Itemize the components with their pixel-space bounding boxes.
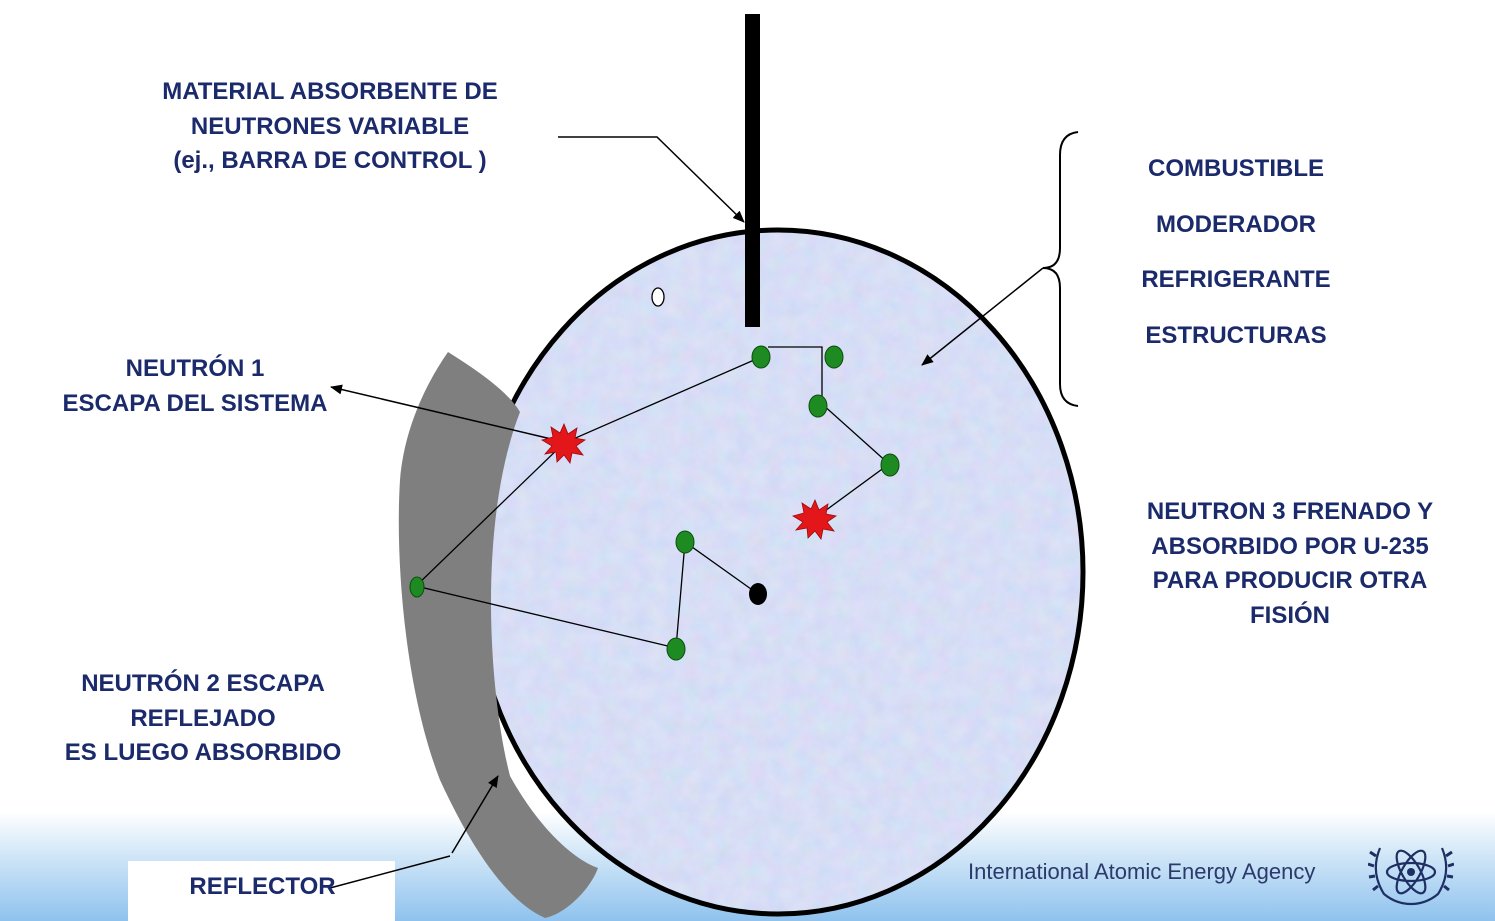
label-line: ESCAPA DEL SISTEMA	[62, 389, 328, 417]
fission-burst	[791, 498, 838, 540]
label-line: ABSORBIDO POR U-235	[1151, 532, 1429, 560]
neutron-1-label: NEUTRÓN 1 ESCAPA DEL SISTEMA	[50, 352, 340, 421]
neutron	[824, 345, 844, 369]
label-line: REFLEJADO	[130, 704, 276, 732]
neutron	[666, 637, 686, 661]
components-brace	[1042, 131, 1079, 407]
label-line: PARA PRODUCIR OTRA	[1152, 567, 1428, 594]
un-atom-emblem-icon	[1368, 847, 1454, 906]
neutron	[808, 394, 828, 418]
component-coolant: REFRIGERANTE	[1141, 266, 1331, 293]
label-line: NEUTRÓN 1	[125, 355, 265, 382]
label-line: NEUTRONES VARIABLE	[190, 112, 470, 140]
neutron-2-label: NEUTRÓN 2 ESCAPA REFLEJADO ES LUEGO ABSO…	[53, 667, 353, 771]
control-rod-pointer	[558, 136, 745, 223]
label-line: NEUTRON 3 FRENADO Y	[1146, 498, 1434, 525]
neutron	[675, 530, 695, 554]
neutron-1-escape-arrow	[330, 384, 565, 443]
reflector-label: REFLECTOR	[189, 873, 336, 900]
label-line: MATERIAL ABSORBENTE DE	[162, 78, 498, 105]
neutron-3-label: NEUTRON 3 FRENADO Y ABSORBIDO POR U-235 …	[1130, 495, 1450, 633]
neutron-2-arrow	[451, 775, 499, 854]
label-line: ES LUEGO ABSORBIDO	[64, 739, 342, 766]
label-line: FISIÓN	[1249, 601, 1330, 629]
neutron	[751, 345, 771, 369]
component-moderator: MODERADOR	[1156, 210, 1316, 238]
hollow-neutron	[651, 287, 665, 307]
neutron	[409, 576, 425, 598]
reflector-shape	[398, 352, 598, 918]
control-rod-label: MATERIAL ABSORBENTE DE NEUTRONES VARIABL…	[150, 75, 510, 179]
control-rod	[745, 14, 760, 327]
neutron-path-1	[414, 356, 762, 649]
core-components-list: COMBUSTIBLE MODERADOR REFRIGERANTE ESTRU…	[1116, 141, 1356, 363]
component-structures: ESTRUCTURAS	[1145, 321, 1327, 349]
neutron	[880, 453, 900, 477]
component-fuel: COMBUSTIBLE	[1148, 155, 1324, 182]
components-arrow	[921, 267, 1044, 366]
label-line: (ej., BARRA DE CONTROL )	[173, 147, 487, 174]
label-line: NEUTRÓN 2 ESCAPA	[81, 670, 325, 697]
agency-name: International Atomic Energy Agency	[968, 859, 1316, 884]
absorbed-neutron	[749, 583, 767, 605]
core-texture	[473, 230, 1083, 914]
fission-burst	[540, 422, 587, 464]
